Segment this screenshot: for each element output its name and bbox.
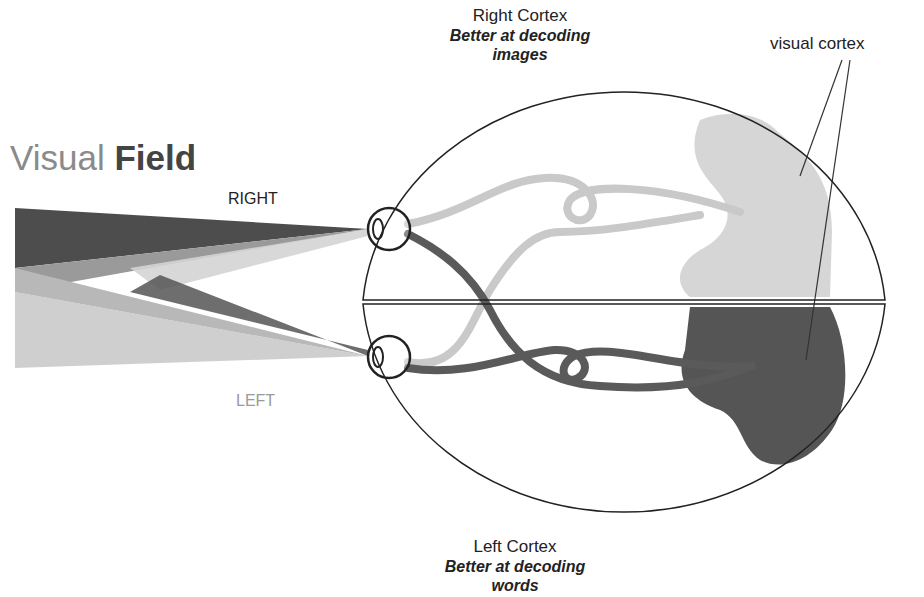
cortex-label: Left CortexBetter at decoding words (415, 537, 615, 595)
eye-lens (373, 219, 383, 239)
callout-label: visual cortex (770, 34, 864, 54)
field-label: LEFT (236, 392, 275, 410)
visual-cortex-right (680, 114, 832, 297)
hemisphere-outline (363, 304, 885, 512)
leader-line (806, 60, 850, 360)
cortex-name: Right Cortex (420, 6, 620, 26)
hemisphere: Left CortexBetter at decoding words (362, 298, 886, 597)
eye (368, 208, 410, 250)
optic-nerve (408, 234, 752, 387)
diagram-title: Visual Field (10, 138, 196, 178)
visual-cortex-left (682, 307, 846, 465)
eye (368, 336, 410, 378)
cortex-note: Better at decoding images (445, 26, 595, 64)
cortex-name: Left Cortex (415, 537, 615, 557)
hemisphere-outline (363, 92, 885, 300)
optic-nerve (408, 350, 752, 380)
cortex-note: Better at decoding words (440, 557, 590, 595)
field-label: RIGHT (228, 190, 278, 208)
hemisphere-outline (362, 298, 886, 597)
field-cone (130, 275, 368, 356)
cortex-label: Right CortexBetter at decoding images (420, 6, 620, 64)
optic-nerve (408, 215, 700, 363)
